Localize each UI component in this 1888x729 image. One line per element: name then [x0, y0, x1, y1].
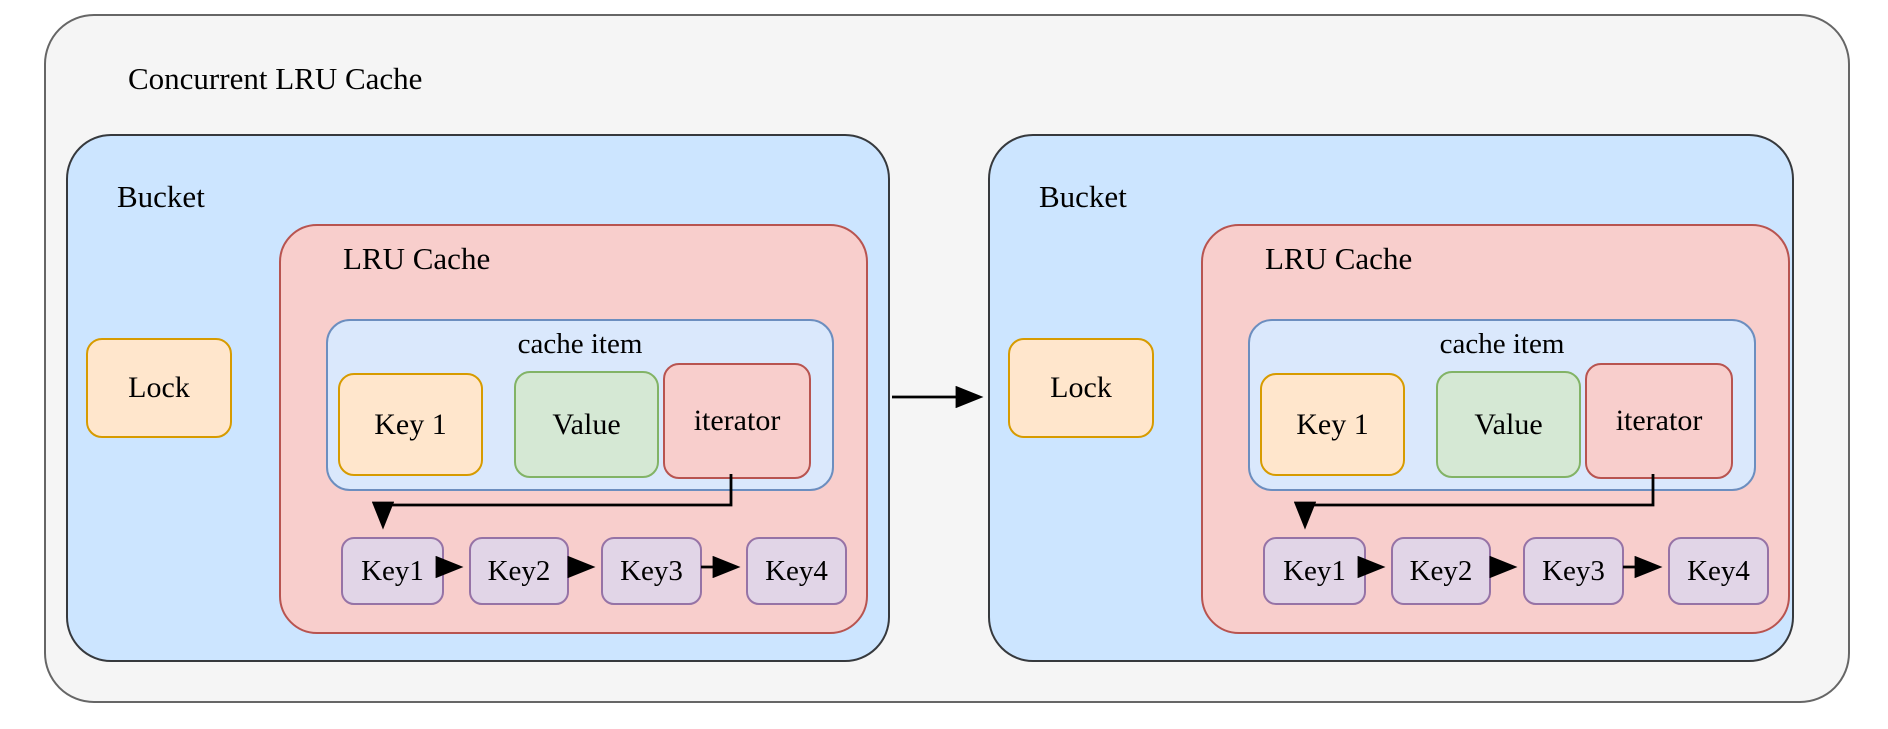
bucket-2-keylist-node-2-label: Key2 [1409, 554, 1473, 587]
bucket-1-keylist-node-3-label: Key3 [620, 554, 683, 587]
bucket-2-cache-key-label: Key 1 [1296, 407, 1369, 441]
bucket-2-keylist-node-3-label: Key3 [1542, 554, 1605, 587]
bucket-1-lru-cache: LRU Cache cache item Key 1 Value iterato… [279, 224, 868, 634]
bucket-1-keylist-node-4: Key4 [746, 537, 847, 605]
bucket-1-keylist-node-4-label: Key4 [765, 554, 828, 587]
bucket-1-cache-value-box: Value [514, 371, 659, 478]
bucket-1-cache-key-label: Key 1 [374, 407, 447, 441]
bucket-1-lru-label: LRU Cache [343, 241, 491, 276]
bucket-1: Bucket Lock LRU Cache cache item Key 1 V… [66, 134, 890, 662]
bucket-1-cache-iterator-box: iterator [663, 363, 811, 479]
bucket-2-cache-iterator-label: iterator [1615, 404, 1703, 437]
bucket-2-keylist-node-1-label: Key1 [1283, 554, 1346, 587]
bucket-2-lru-cache: LRU Cache cache item Key 1 Value iterato… [1201, 224, 1790, 634]
bucket-1-keylist-node-1-label: Key1 [361, 554, 424, 587]
bucket-2-keylist-node-2: Key2 [1391, 537, 1491, 605]
bucket-2-keylist-node-1: Key1 [1263, 537, 1366, 605]
bucket-1-label: Bucket [117, 179, 205, 214]
bucket-2-keylist-node-4: Key4 [1668, 537, 1769, 605]
bucket-1-cache-iterator-label: iterator [693, 404, 781, 437]
bucket-2-cache-value-box: Value [1436, 371, 1581, 478]
bucket-1-lock-label: Lock [128, 371, 190, 404]
bucket-1-keylist-node-2: Key2 [469, 537, 569, 605]
bucket-2-label: Bucket [1039, 179, 1127, 214]
bucket-2: Bucket Lock LRU Cache cache item Key 1 V… [988, 134, 1794, 662]
bucket-1-cache-value-label: Value [552, 407, 621, 441]
bucket-2-cache-iterator-box: iterator [1585, 363, 1733, 479]
bucket-2-lock-box: Lock [1008, 338, 1154, 438]
bucket-1-keylist-node-2-label: Key2 [487, 554, 551, 587]
bucket-1-keylist-node-1: Key1 [341, 537, 444, 605]
bucket-2-cache-key-box: Key 1 [1260, 373, 1405, 476]
bucket-2-lock-label: Lock [1050, 371, 1112, 404]
bucket-1-cache-key-box: Key 1 [338, 373, 483, 476]
bucket-2-cache-item-label: cache item [1439, 328, 1565, 360]
bucket-1-cache-item-label: cache item [517, 328, 643, 360]
bucket-2-cache-item: cache item Key 1 Value iterator [1248, 319, 1756, 491]
diagram-title: Concurrent LRU Cache [128, 61, 423, 96]
bucket-2-keylist-node-4-label: Key4 [1687, 554, 1750, 587]
bucket-1-cache-item: cache item Key 1 Value iterator [326, 319, 834, 491]
bucket-2-lru-label: LRU Cache [1265, 241, 1413, 276]
bucket-1-lock-box: Lock [86, 338, 232, 438]
bucket-2-keylist-node-3: Key3 [1523, 537, 1624, 605]
bucket-2-cache-value-label: Value [1474, 407, 1543, 441]
bucket-1-keylist-node-3: Key3 [601, 537, 702, 605]
